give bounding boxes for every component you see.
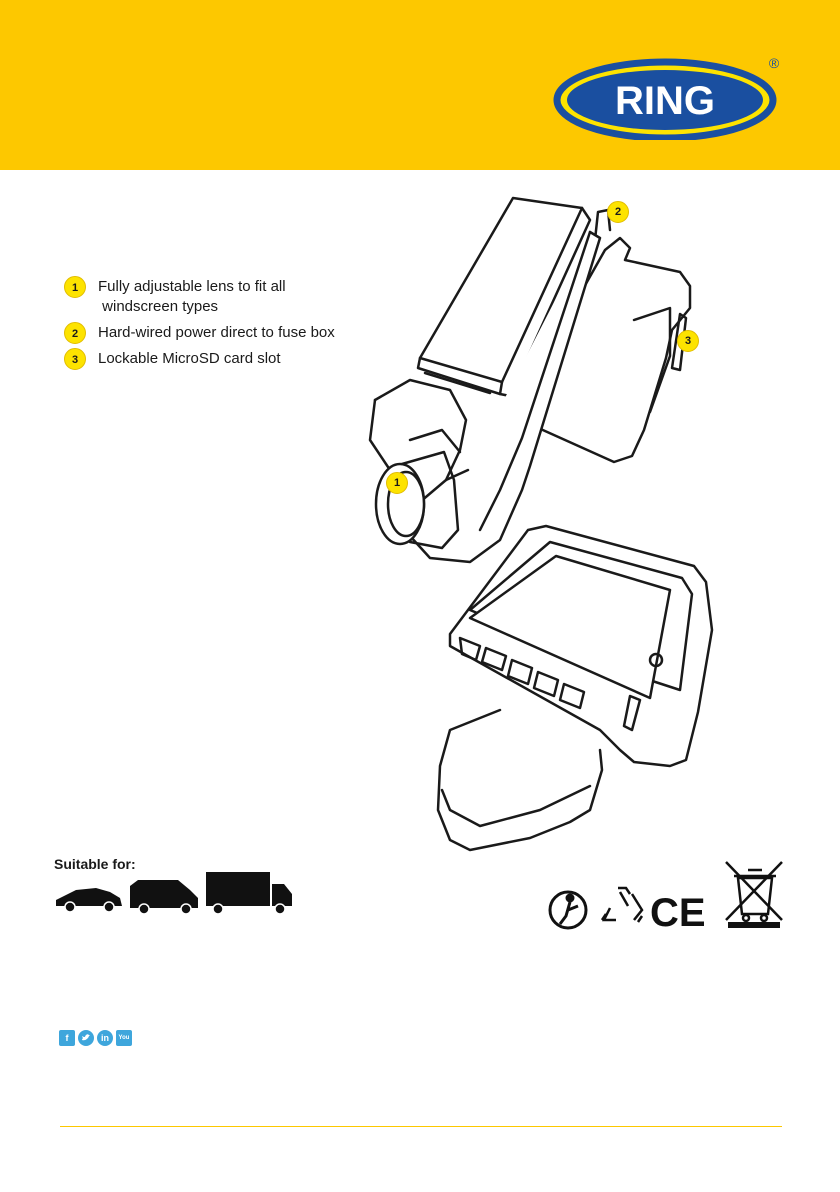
linkedin-icon[interactable]: in — [97, 1030, 113, 1046]
feature-item: 3 Lockable MicroSD card slot — [64, 348, 374, 368]
recycle-icon — [602, 888, 642, 922]
callout-1: 1 — [386, 472, 408, 494]
feature-number-badge: 3 — [64, 348, 86, 370]
logo-wordmark: RING — [615, 79, 715, 123]
twitter-icon[interactable] — [78, 1030, 94, 1046]
footer-divider — [60, 1126, 782, 1127]
certification-icons: CE — [546, 858, 786, 930]
van-icon — [130, 880, 198, 914]
feature-item: 2 Hard-wired power direct to fuse box — [64, 322, 374, 342]
ce-mark-text: CE — [650, 891, 706, 930]
camera-mount-bottom — [438, 710, 602, 850]
feature-item: 1 Fully adjustable lens to fit all winds… — [64, 276, 374, 316]
feature-text-line: Lockable MicroSD card slot — [98, 348, 374, 368]
tidyman-icon — [550, 892, 586, 928]
social-icons: f in You — [59, 1030, 132, 1046]
youtube-icon[interactable]: You — [116, 1030, 132, 1046]
feature-text-line: Hard-wired power direct to fuse box — [98, 322, 374, 342]
ce-mark-icon: CE — [650, 891, 706, 930]
truck-icon — [206, 872, 292, 914]
feature-number-badge: 2 — [64, 322, 86, 344]
feature-number-badge: 1 — [64, 276, 86, 298]
dash-camera-illustration — [350, 190, 830, 870]
callout-3: 3 — [677, 330, 699, 352]
feature-text-line: Fully adjustable lens to fit all — [98, 276, 374, 296]
feature-text-line: windscreen types — [98, 296, 374, 316]
registered-mark: ® — [769, 55, 780, 71]
callout-2: 2 — [607, 201, 629, 223]
vehicle-icons — [54, 872, 294, 916]
weee-bin-icon — [726, 862, 782, 928]
ring-logo: RING ® — [553, 52, 785, 140]
car-icon — [56, 888, 122, 912]
feature-list: 1 Fully adjustable lens to fit all winds… — [64, 276, 374, 374]
suitable-for-heading: Suitable for: — [54, 856, 136, 872]
facebook-icon[interactable]: f — [59, 1030, 75, 1046]
